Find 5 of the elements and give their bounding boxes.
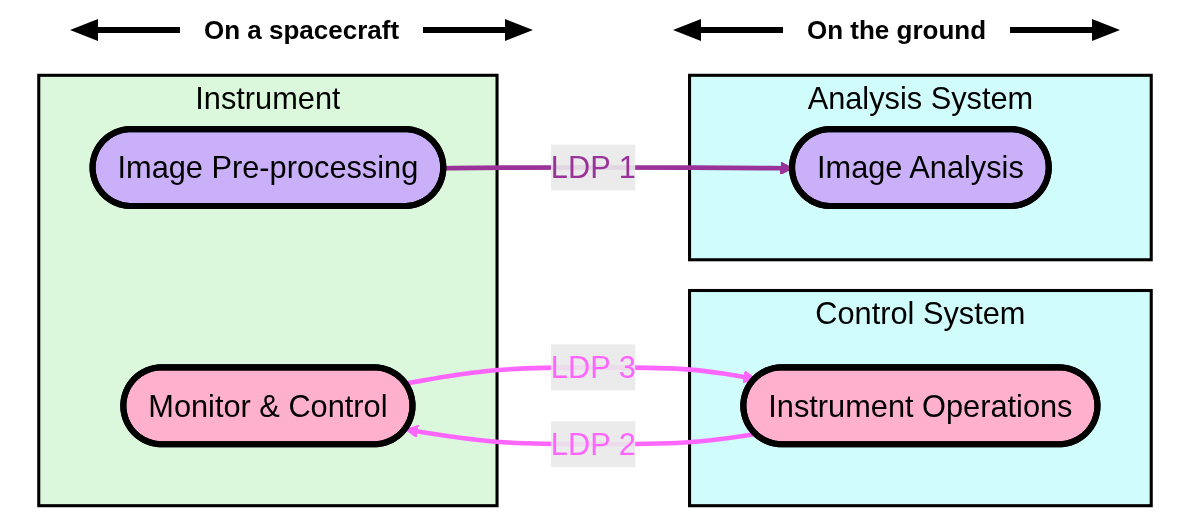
edge-label: LDP 3 bbox=[550, 349, 636, 384]
edge-label: LDP 2 bbox=[550, 426, 636, 461]
region-heading: On a spacecraft bbox=[203, 14, 400, 46]
region-heading: On the ground bbox=[806, 14, 987, 46]
edge-label: LDP 1 bbox=[550, 150, 636, 184]
